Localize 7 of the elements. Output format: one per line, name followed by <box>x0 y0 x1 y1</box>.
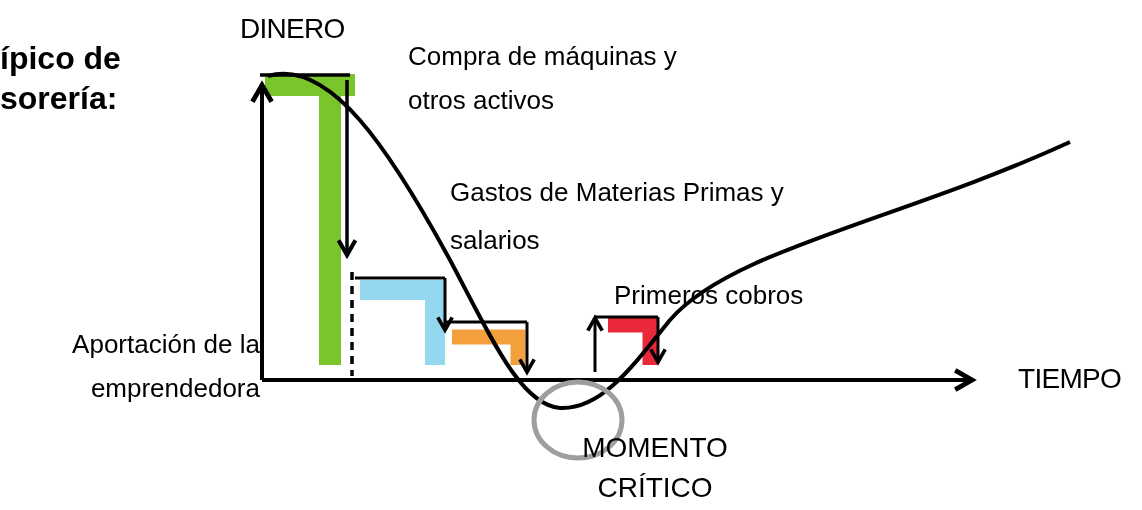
section-heading: ípico de sorería: <box>0 39 122 118</box>
axis-label: Aportación de la emprendedora <box>71 328 260 405</box>
axis-label: TIEMPO <box>1018 362 1123 396</box>
axis-label: DINERO <box>240 12 346 46</box>
annotation-text: MOMENTO CRÍTICO <box>581 431 729 505</box>
annotation-text: Compra de máquinas y otros activos <box>408 40 678 117</box>
annotation-text: Gastos de Materias Primas y salarios <box>450 176 785 257</box>
